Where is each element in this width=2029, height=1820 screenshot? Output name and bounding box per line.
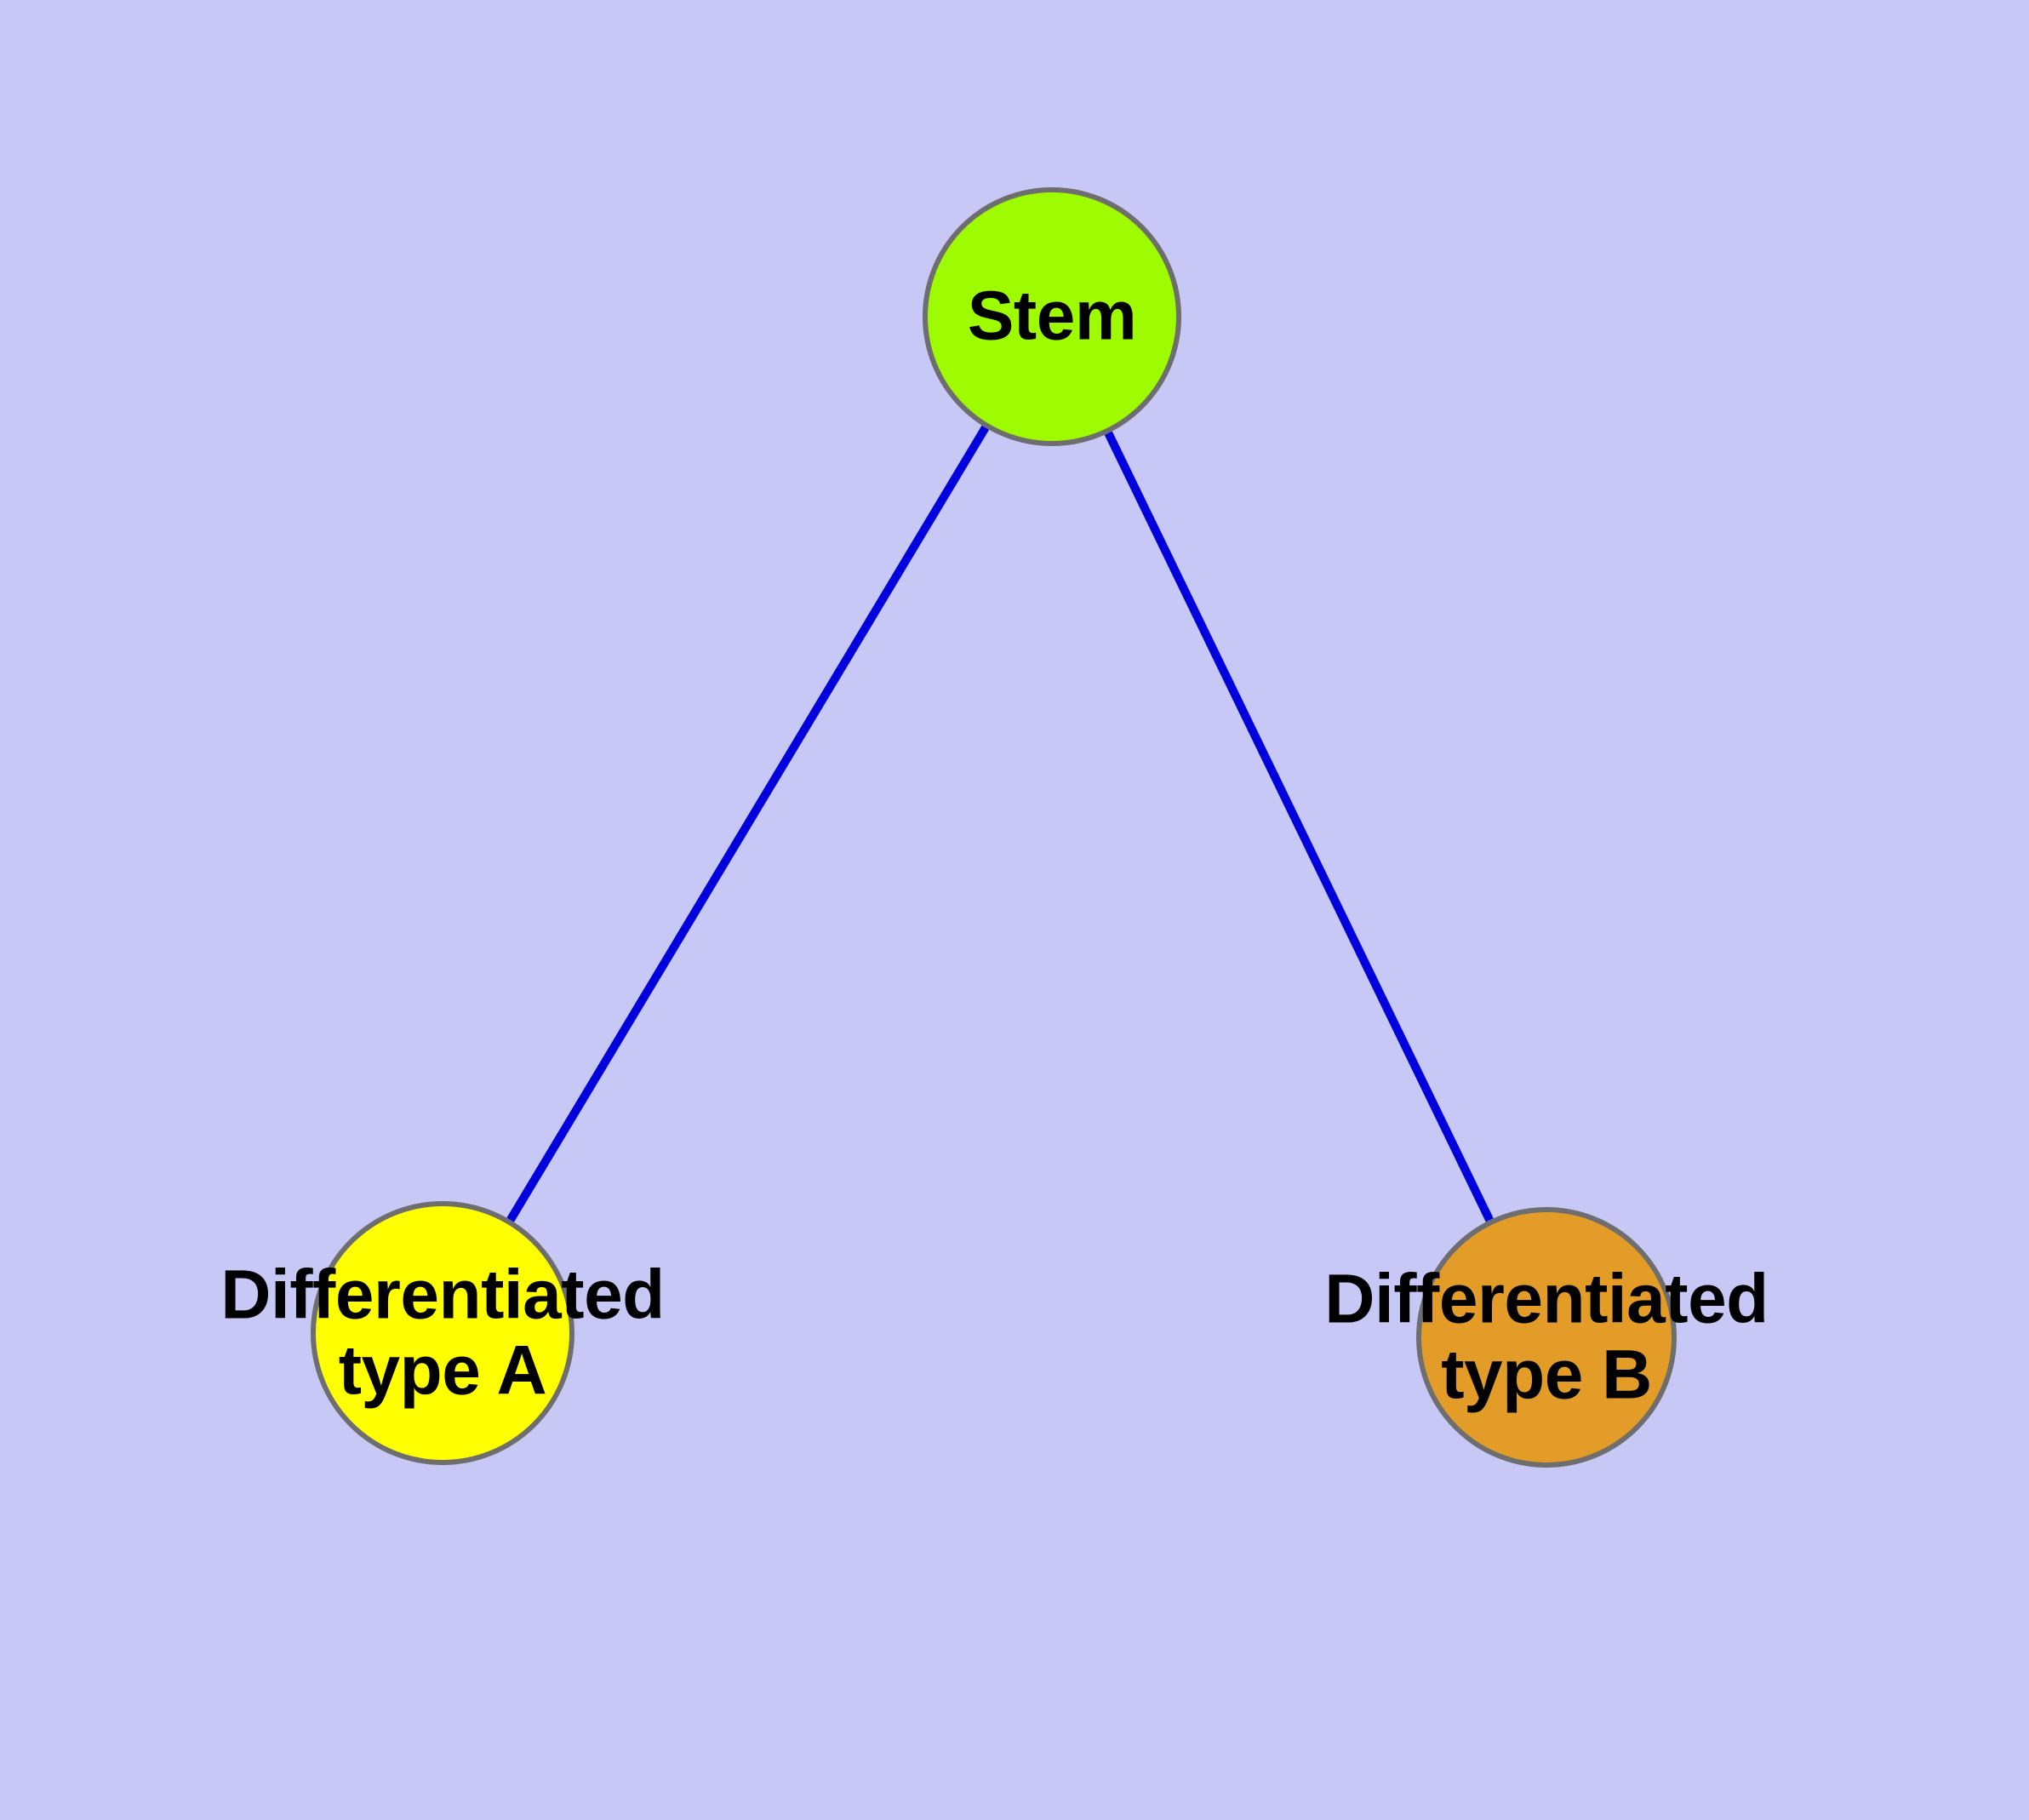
node-stem[interactable]: Stem (923, 187, 1181, 446)
node-differentiated-type-a[interactable]: Differentiated type A (220, 1201, 665, 1465)
edge-stem-to-differentiated-type-a[interactable] (506, 425, 990, 1222)
node-differentiated-type-b-circle[interactable] (1416, 1207, 1677, 1468)
edge-stem-to-differentiated-type-b[interactable] (1104, 431, 1494, 1222)
node-stem-circle[interactable] (923, 187, 1181, 446)
node-differentiated-type-a-circle[interactable] (311, 1201, 574, 1465)
node-differentiated-type-b[interactable]: Differentiated type B (1324, 1207, 1769, 1468)
